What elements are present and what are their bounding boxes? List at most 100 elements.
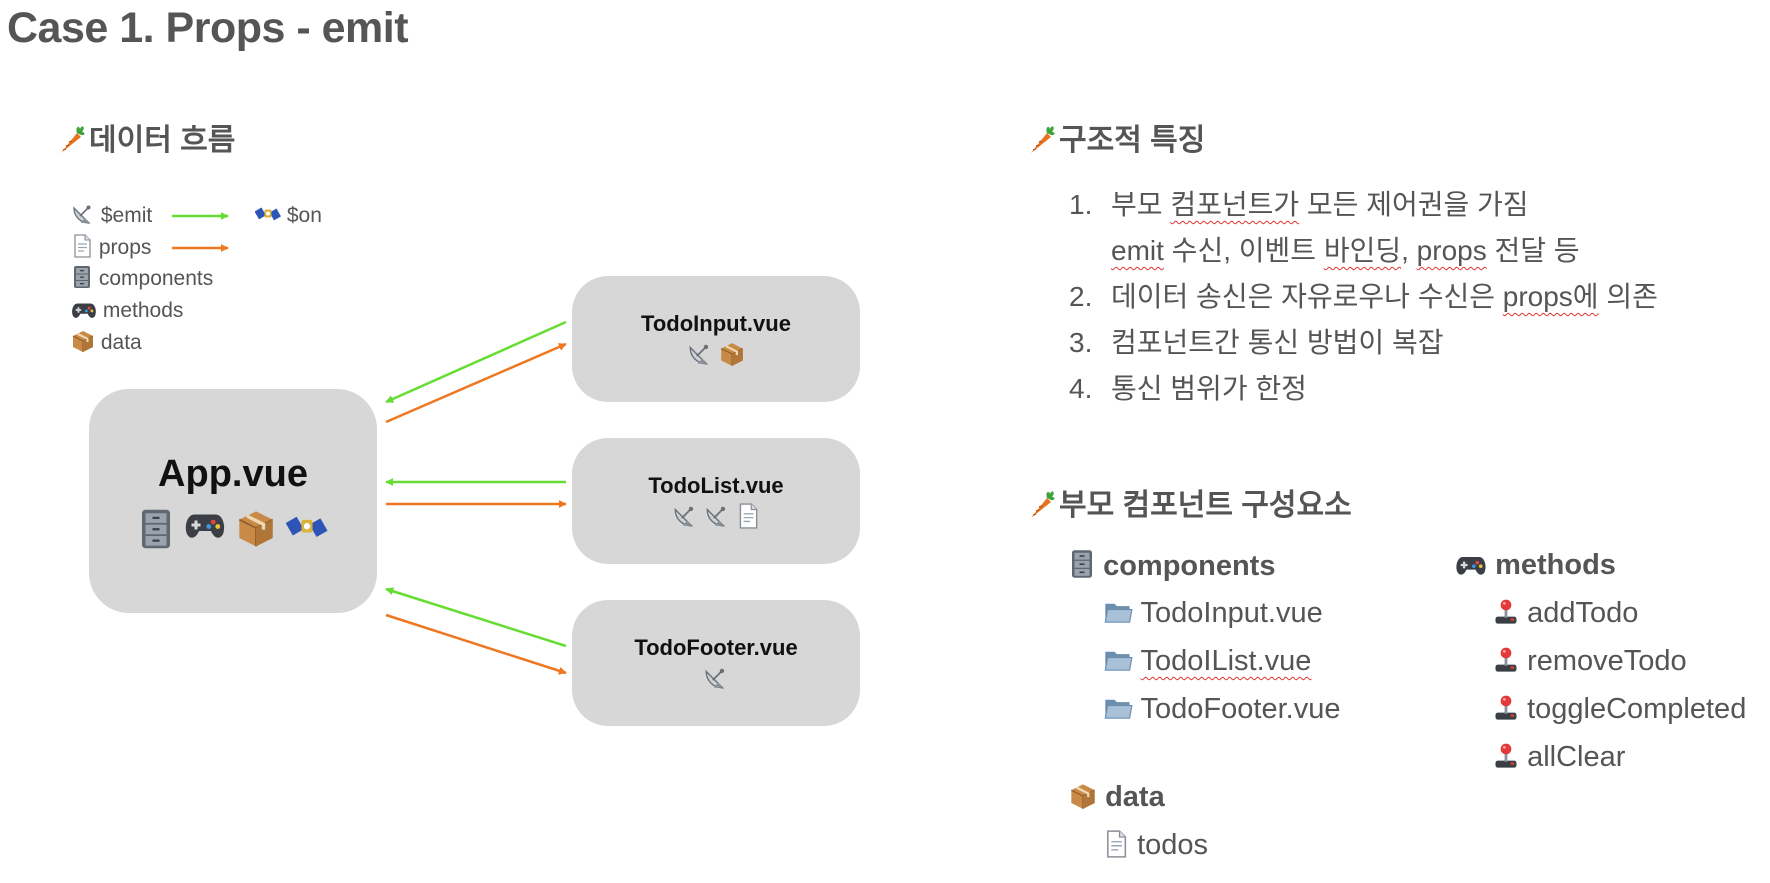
node-footer-name: TodoFooter.vue [634, 635, 798, 660]
package-icon [1069, 782, 1097, 810]
joystick-icon [1493, 694, 1519, 722]
folder-icon [1103, 648, 1133, 674]
feature-text: 바인딩 [1323, 235, 1402, 266]
legend-props-label: props [98, 236, 152, 259]
method-item-label: removeTodo [1527, 645, 1687, 677]
method-item: removeTodo [1493, 645, 1687, 678]
page-icon [736, 503, 760, 529]
component-item-label: TodoInput.vue [1140, 597, 1323, 629]
feature-text: 부모 [1111, 189, 1171, 220]
satellite-icon [286, 508, 328, 546]
legend-emit-arrow [172, 212, 229, 220]
gamepad-icon [184, 508, 226, 542]
flow-section-title: 데이터 흐름 [55, 115, 235, 159]
feature-text: emit [1111, 235, 1164, 266]
feature-item-continuation: emit 수신, 이벤트 바인딩, props 전달 등 [1111, 229, 1580, 269]
feature-item: 3. 컴포넌트간 통신 방법이 복잡 [1069, 321, 1443, 361]
components-group-header: components [1069, 549, 1275, 583]
node-app: App.vue [89, 389, 377, 613]
data-item: todos [1103, 829, 1208, 862]
method-item: allClear [1493, 741, 1625, 774]
feature-item: 2. 데이터 송신은 자유로우나 수신은 props에 의존 [1069, 275, 1658, 315]
legend-data-label: data [100, 331, 142, 354]
package-icon [719, 341, 745, 367]
features-section-title: 구조적 특징 [1025, 115, 1205, 159]
methods-group-header: methods [1455, 549, 1616, 582]
feature-item: 4. 통신 범위가 한정 [1069, 367, 1307, 407]
package-icon [236, 508, 276, 548]
satellite-dish-icon [672, 503, 698, 529]
node-app-name: App.vue [158, 452, 308, 495]
data-group-header: data [1069, 781, 1165, 814]
feature-item: 1.부모 컴포넌트가 모든 제어권을 가짐 [1069, 183, 1529, 223]
node-todo-list: TodoList.vue [572, 438, 860, 564]
file-cabinet-icon [1069, 549, 1095, 579]
gamepad-icon [1455, 552, 1487, 578]
feature-text: , [1401, 235, 1417, 266]
carrot-icon [1025, 123, 1055, 155]
joystick-icon [1493, 646, 1519, 674]
node-todo-footer: TodoFooter.vue [572, 600, 860, 726]
method-item-label: toggleCompleted [1527, 693, 1747, 725]
joystick-icon [1493, 742, 1519, 770]
legend-on: $on [255, 200, 322, 231]
feature-text: 통신 범위가 한정 [1111, 373, 1307, 404]
folder-icon [1103, 600, 1133, 626]
feature-text: 컴포넌트간 통신 방법이 복잡 [1111, 327, 1444, 358]
feature-text: 의존 [1598, 281, 1658, 312]
legend-emit: $emit [71, 200, 152, 231]
feature-number: 4. [1069, 373, 1093, 404]
props-arrow-input [385, 342, 567, 424]
page-title: Case 1. Props - emit [7, 4, 409, 52]
feature-text: 수신, 이벤트 [1163, 235, 1324, 266]
legend-props-arrow [172, 244, 229, 252]
method-item: toggleCompleted [1493, 693, 1746, 726]
folder-icon [1103, 696, 1133, 722]
legend-components-label: components [98, 267, 214, 290]
emit-arrow-input [385, 320, 567, 404]
elements-title-text: 부모 컴포넌트 구성요소 [1059, 489, 1352, 522]
method-item-label: addTodo [1527, 597, 1639, 629]
elements-section-title: 부모 컴포넌트 구성요소 [1025, 480, 1352, 524]
method-item-label: allClear [1527, 741, 1626, 773]
node-input-name: TodoInput.vue [641, 311, 791, 336]
legend-emit-label: $emit [100, 204, 153, 227]
joystick-icon [1493, 598, 1519, 626]
emit-arrow-footer [385, 587, 567, 648]
feature-text: 모든 제어권을 가짐 [1299, 189, 1529, 220]
flow-title-text: 데이터 흐름 [89, 124, 236, 157]
legend-methods: methods [71, 295, 183, 326]
feature-text: 데이터 송신은 자유로우나 수신은 [1111, 281, 1503, 312]
features-title-text: 구조적 특징 [1059, 124, 1206, 157]
node-todo-input: TodoInput.vue [572, 276, 860, 402]
component-item-label: TodoFooter.vue [1140, 693, 1341, 725]
node-list-name: TodoList.vue [648, 473, 784, 498]
satellite-dish-icon [687, 341, 713, 367]
feature-number: 3. [1069, 327, 1093, 358]
component-item: TodoFooter.vue [1103, 693, 1340, 726]
component-item: TodoIList.vue [1103, 645, 1311, 678]
feature-text: 컴포넌트가 [1170, 189, 1300, 220]
feature-text: 전달 등 [1486, 235, 1580, 266]
component-item: TodoInput.vue [1103, 597, 1323, 630]
file-cabinet-icon [138, 508, 174, 550]
satellite-dish-icon [704, 503, 730, 529]
data-item-label: todos [1137, 829, 1209, 861]
legend-props: props [71, 232, 151, 263]
component-item-label: TodoIList.vue [1140, 645, 1312, 677]
feature-number: 2. [1069, 281, 1093, 312]
legend-methods-label: methods [102, 299, 184, 322]
methods-label: methods [1495, 549, 1616, 581]
feature-text: props [1416, 235, 1487, 266]
data-label: data [1105, 781, 1165, 813]
feature-text: props에 [1502, 281, 1599, 312]
method-item: addTodo [1493, 597, 1638, 630]
legend-on-label: $on [286, 204, 322, 227]
satellite-dish-icon [703, 665, 729, 691]
legend-data: data [71, 327, 142, 358]
props-arrow-footer [385, 613, 567, 675]
carrot-icon [1025, 488, 1055, 520]
legend-components: components [71, 263, 213, 294]
components-label: components [1103, 550, 1276, 582]
